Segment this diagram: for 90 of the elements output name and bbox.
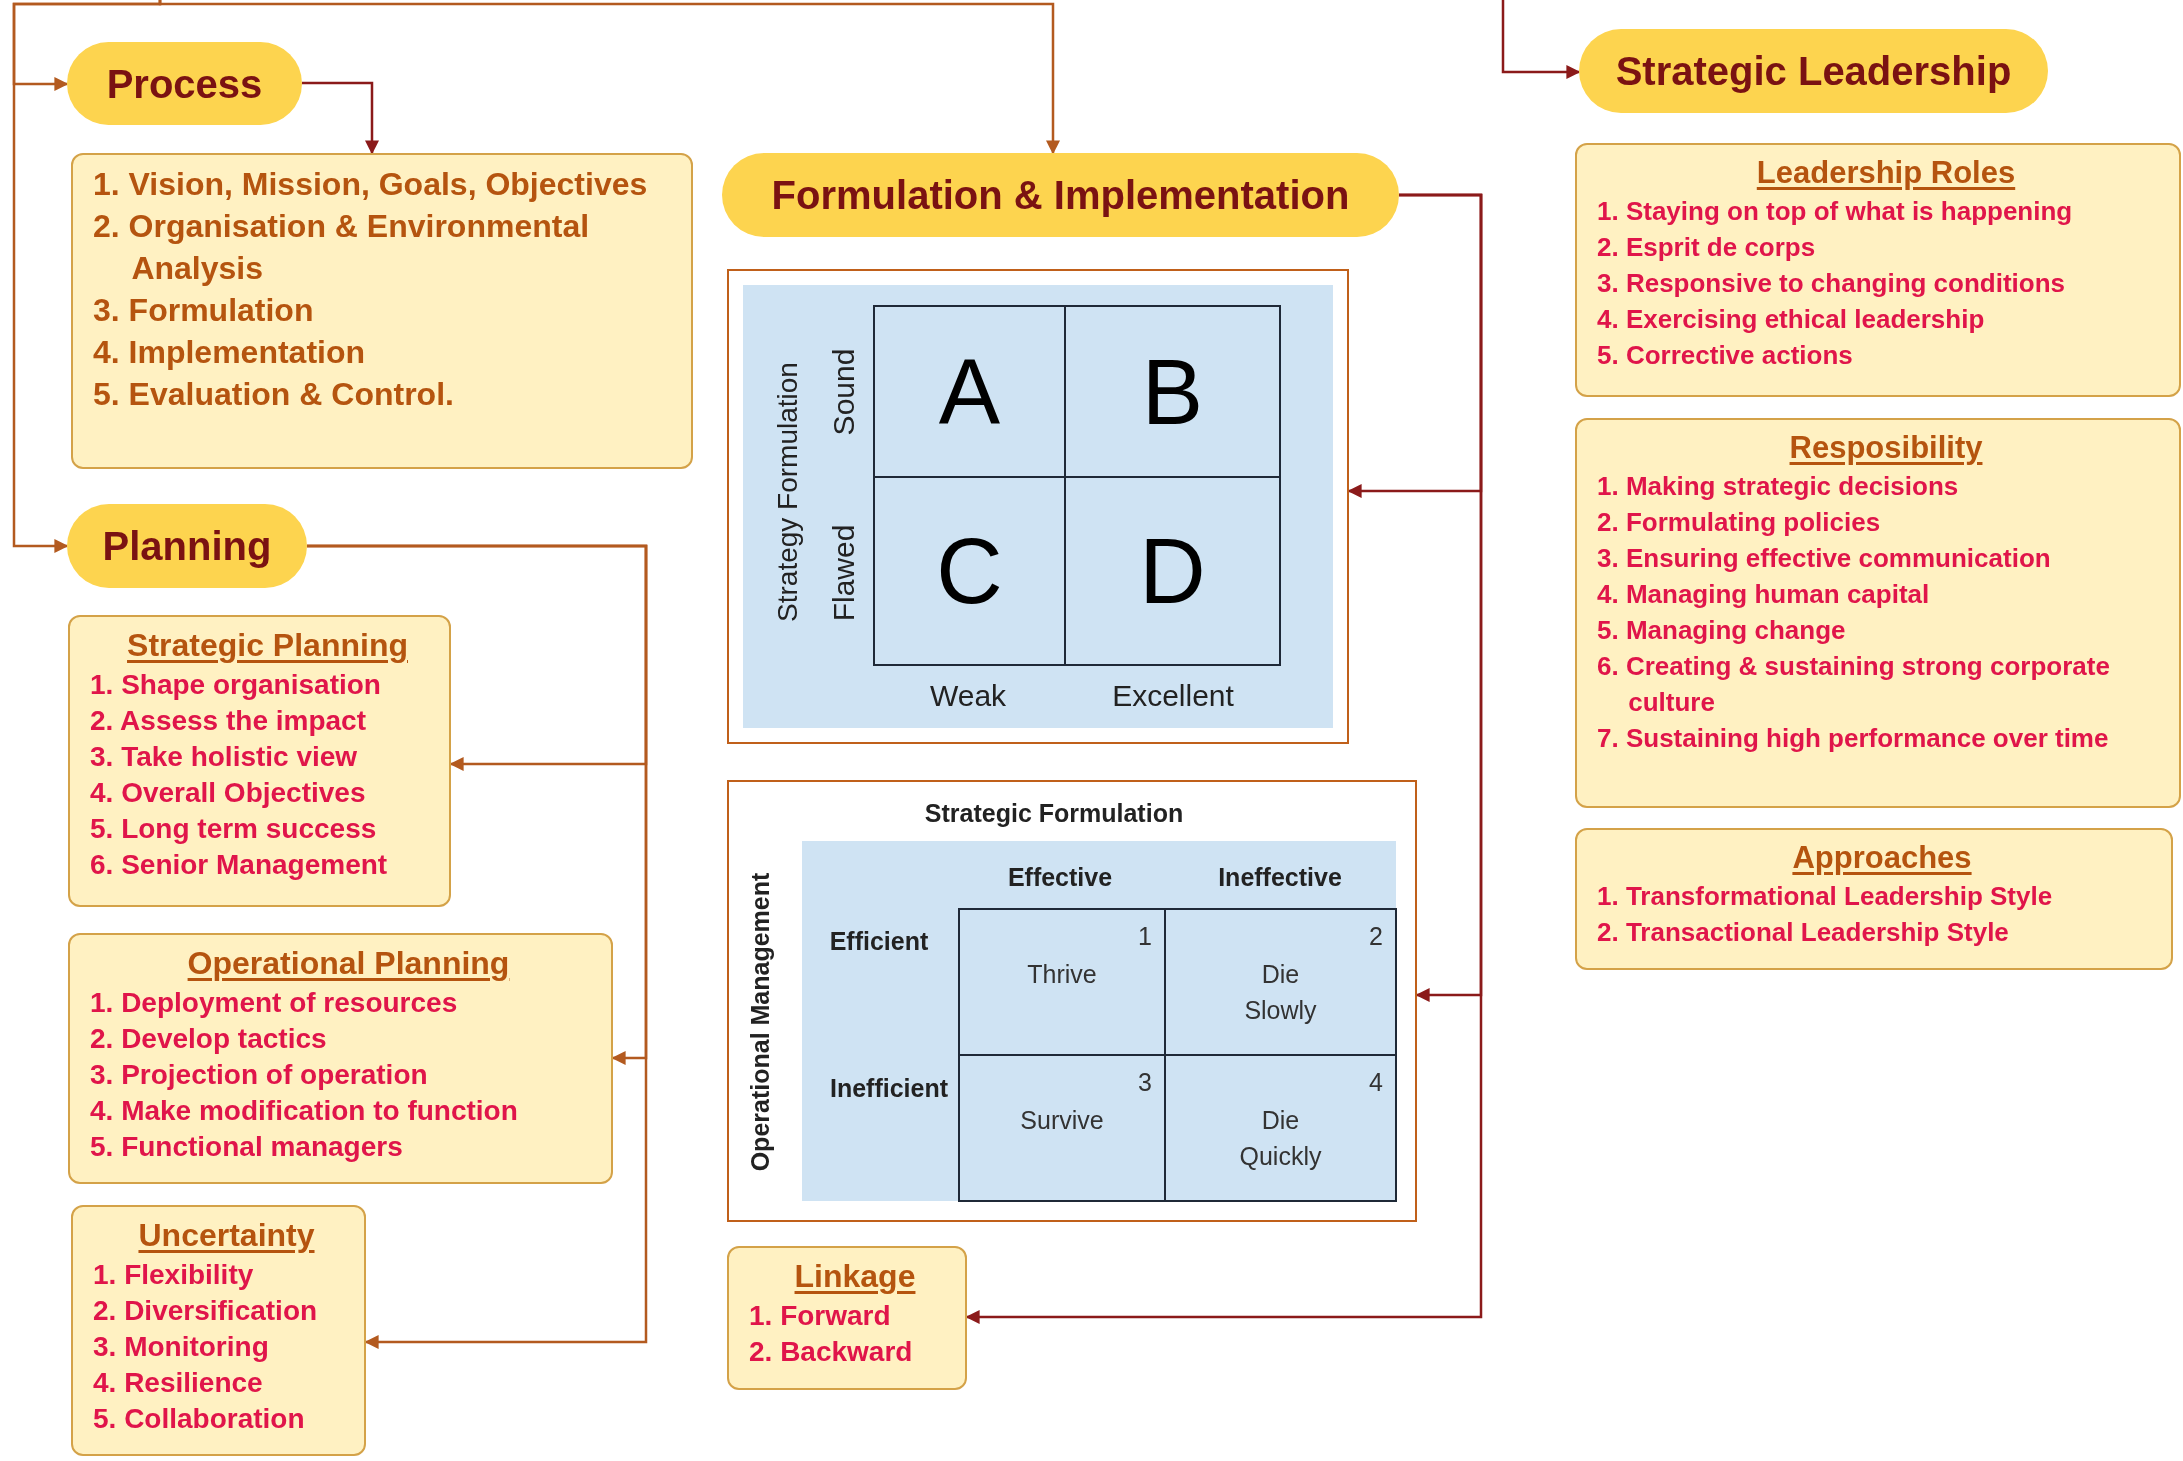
list-card bbox=[71, 153, 693, 469]
matrix-cell bbox=[1164, 1054, 1397, 1202]
list-item: 4. Make modification to function bbox=[90, 1093, 519, 1128]
axis-title: Flawed bbox=[825, 524, 861, 622]
axis-title: Operational Management bbox=[745, 872, 776, 1172]
arrow bbox=[158, 0, 1060, 155]
list-item: 6. Senior Management bbox=[90, 847, 389, 882]
cell-label: Die Quickly bbox=[1238, 1105, 1323, 1172]
cell-number: 2 bbox=[1369, 921, 1383, 952]
axis-label: Excellent bbox=[1112, 677, 1234, 714]
list-item: 2. Assess the impact bbox=[90, 703, 367, 738]
card-heading: Uncertainty bbox=[137, 1216, 316, 1255]
list-item: 1. Staying on top of what is happening bbox=[1597, 195, 2074, 229]
arrow bbox=[302, 81, 379, 155]
list-item: 1. Shape organisation bbox=[90, 667, 382, 702]
list-item: 2. Formulating policies bbox=[1597, 506, 1882, 540]
title-pill: Process bbox=[67, 42, 302, 125]
list-item: 1. Vision, Mission, Goals, Objectives bbox=[93, 165, 649, 204]
list-item: 2. Transactional Leadership Style bbox=[1597, 916, 2010, 950]
cell-label: Thrive bbox=[1026, 959, 1098, 990]
matrix-cell: C bbox=[873, 476, 1066, 666]
list-item: 5. Managing change bbox=[1597, 614, 1847, 648]
matrix-frame bbox=[727, 780, 1417, 1222]
list-item: 1. Making strategic decisions bbox=[1597, 470, 1960, 504]
list-item: 7. Sustaining high performance over time bbox=[1597, 722, 2110, 756]
cell-number: 4 bbox=[1369, 1067, 1383, 1098]
axis-title: Strategy Formulation bbox=[771, 362, 804, 622]
cell-number: 1 bbox=[1138, 921, 1152, 952]
list-item: 4. Overall Objectives bbox=[90, 775, 367, 810]
card-heading: Leadership Roles bbox=[1755, 154, 2017, 192]
list-card bbox=[71, 1205, 366, 1456]
list-item: 3. Take holistic view bbox=[90, 739, 359, 774]
list-item: 1. Transformational Leadership Style bbox=[1597, 880, 2054, 914]
cell-number: 3 bbox=[1138, 1067, 1152, 1098]
axis-label: Ineffective bbox=[1218, 862, 1342, 894]
list-card bbox=[1575, 418, 2181, 808]
list-item: 3. Monitoring bbox=[93, 1329, 270, 1364]
list-card bbox=[1575, 828, 2173, 970]
list-card bbox=[727, 1246, 967, 1390]
matrix-cell: A bbox=[873, 305, 1066, 478]
matrix-cell: D bbox=[1064, 476, 1281, 666]
list-item: 2. Organisation & Environmental Analysis bbox=[93, 207, 591, 288]
axis-label: Effective bbox=[1007, 862, 1113, 894]
card-heading: Strategic Planning bbox=[126, 626, 409, 665]
list-item: 2. Diversification bbox=[93, 1293, 319, 1328]
axis-label: Efficient bbox=[829, 926, 929, 958]
list-item: 3. Ensuring effective communication bbox=[1597, 542, 2052, 576]
list-item: 1. Forward bbox=[749, 1298, 892, 1333]
list-item: 1. Flexibility bbox=[93, 1257, 255, 1292]
list-item: 2. Backward bbox=[749, 1334, 914, 1369]
cell-label: Die Slowly bbox=[1243, 959, 1318, 1026]
list-item: 5. Functional managers bbox=[90, 1129, 404, 1164]
list-item: 6. Creating & sustaining strong corporate culture bbox=[1597, 650, 2111, 720]
axis-label: Weak bbox=[929, 677, 1007, 714]
title-pill: Planning bbox=[67, 504, 307, 588]
list-card bbox=[1575, 143, 2181, 397]
list-item: 4. Managing human capital bbox=[1597, 578, 1931, 612]
axis-label: Inefficient bbox=[829, 1073, 949, 1105]
list-item: 2. Esprit de corps bbox=[1597, 231, 1817, 265]
title-pill: Strategic Leadership bbox=[1579, 29, 2048, 113]
matrix-cell bbox=[958, 1054, 1166, 1202]
matrix-cell bbox=[958, 908, 1166, 1056]
axis-label: Strategic Formulation bbox=[924, 798, 1184, 830]
arrow bbox=[1501, 0, 1581, 79]
matrix-cell: B bbox=[1064, 305, 1281, 478]
list-item: 4. Implementation bbox=[93, 333, 367, 372]
list-item: 5. Corrective actions bbox=[1597, 339, 1854, 373]
list-item: 2. Develop tactics bbox=[90, 1021, 328, 1056]
list-card bbox=[68, 933, 613, 1184]
card-heading: Approaches bbox=[1791, 839, 1973, 877]
list-item: 3. Formulation bbox=[93, 291, 315, 330]
list-item: 5. Evaluation & Control. bbox=[93, 375, 455, 414]
list-item: 5. Long term success bbox=[90, 811, 378, 846]
list-item: 4. Exercising ethical leadership bbox=[1597, 303, 1986, 337]
cell-label: Survive bbox=[1019, 1105, 1105, 1136]
axis-title: Sound bbox=[825, 348, 861, 436]
card-heading: Resposibility bbox=[1788, 429, 1984, 467]
list-item: 3. Projection of operation bbox=[90, 1057, 429, 1092]
list-card bbox=[68, 615, 451, 907]
matrix-cell bbox=[1164, 908, 1397, 1056]
card-heading: Linkage bbox=[793, 1257, 917, 1296]
list-item: 3. Responsive to changing conditions bbox=[1597, 267, 2067, 301]
list-item: 1. Deployment of resources bbox=[90, 985, 459, 1020]
arrow bbox=[965, 193, 1483, 1324]
arrow bbox=[307, 544, 648, 1349]
list-item: 5. Collaboration bbox=[93, 1401, 306, 1436]
title-pill: Formulation & Implementation bbox=[722, 153, 1399, 237]
card-heading: Operational Planning bbox=[186, 944, 511, 983]
list-item: 4. Resilience bbox=[93, 1365, 264, 1400]
arrow bbox=[12, 0, 162, 553]
